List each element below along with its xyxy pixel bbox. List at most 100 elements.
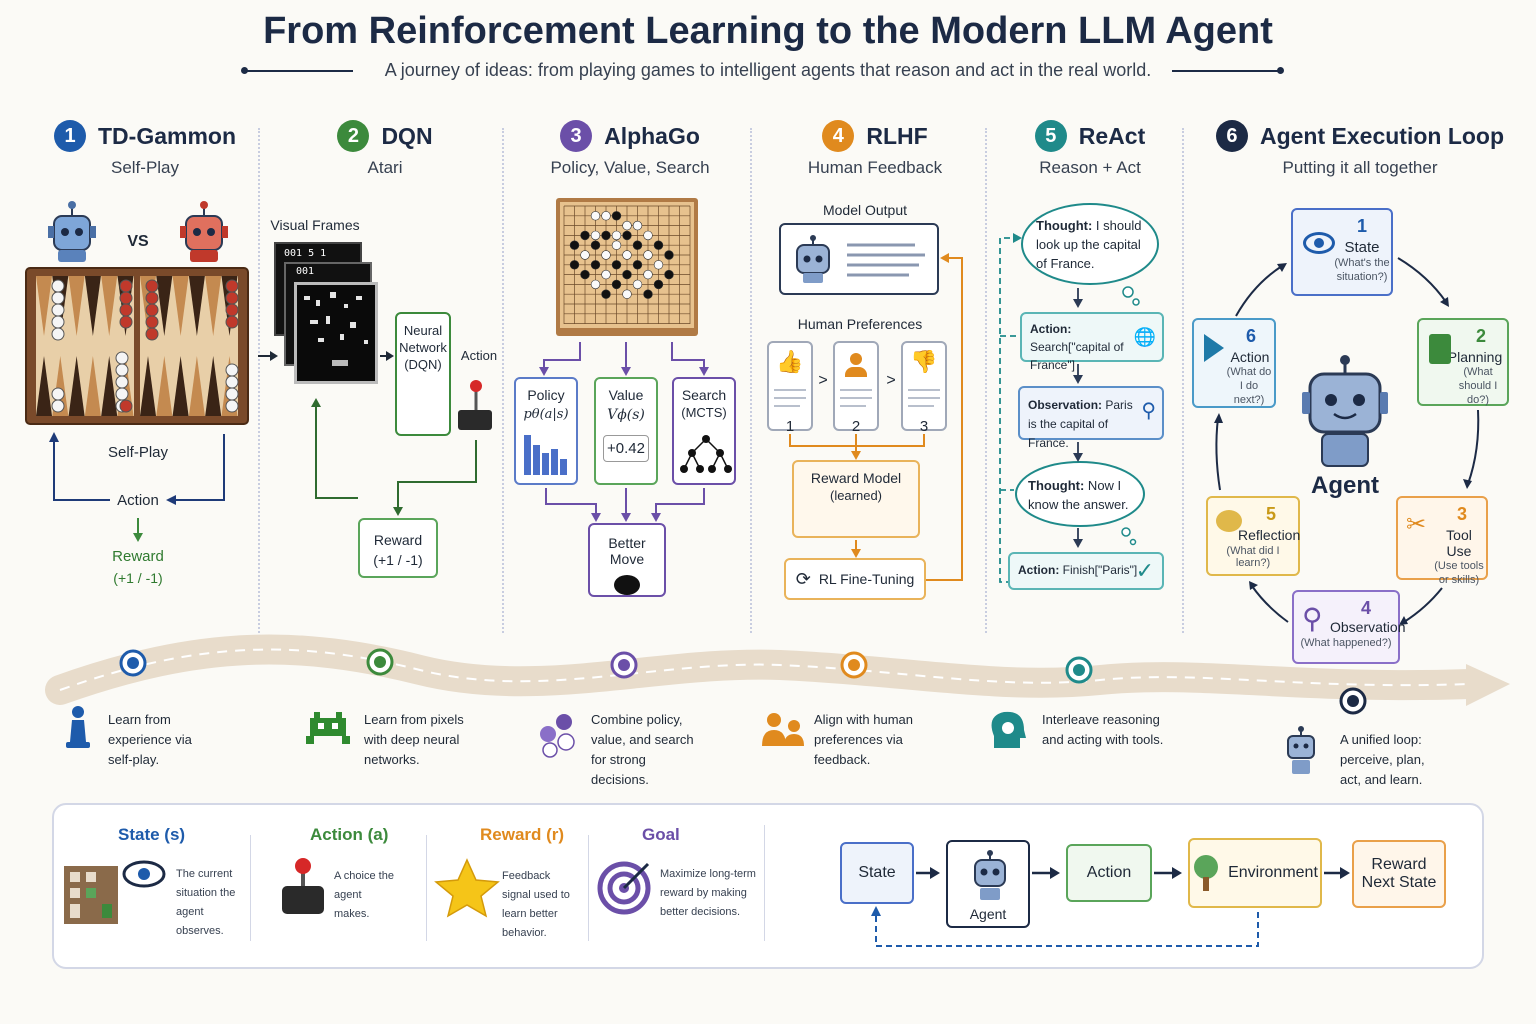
flow-next-state-label: Next State	[1361, 874, 1437, 891]
action-content: Search["capital of France"]	[1030, 340, 1124, 372]
preference-card-2	[833, 341, 879, 431]
nn-label: Network	[399, 340, 447, 355]
timeline-marker	[1339, 687, 1367, 715]
thought-content: I should look up the capital of France.	[1036, 218, 1142, 271]
step-name: Action	[1230, 349, 1270, 365]
step-number: 1	[1356, 216, 1367, 236]
rl-fine-tuning-box: ⟳RL Fine-Tuning	[784, 558, 926, 600]
search-sublabel: (MCTS)	[681, 405, 727, 420]
timeline-marker	[840, 651, 868, 679]
column-title: ReAct	[1078, 122, 1146, 149]
dqn-reward-box: Reward (+1 / -1)	[358, 518, 438, 578]
timeline-marker	[1065, 656, 1093, 684]
legend-divider	[764, 825, 765, 941]
step-name: Planning	[1447, 349, 1503, 365]
step-question: (What's the situation?)	[1334, 257, 1390, 283]
tree-icon	[680, 435, 732, 473]
nn-label: (DQN)	[404, 357, 442, 372]
thought-label: Thought:	[1028, 478, 1085, 493]
person-icon	[850, 353, 862, 365]
flow-agent-label: Agent	[969, 906, 1007, 922]
subtitle-dot-left	[241, 67, 248, 74]
nn-label: Neural	[403, 323, 443, 338]
joystick-icon	[282, 858, 324, 914]
value-formula: Vϕ(s)	[607, 407, 645, 423]
step-name: Tool Use	[1446, 527, 1472, 559]
legend-divider	[250, 835, 251, 941]
greater-than: >	[886, 372, 896, 389]
value-number: +0.42	[603, 435, 649, 462]
step-question: (What do I do next?)	[1226, 366, 1272, 406]
policy-formula: pθ(a|s)	[523, 407, 569, 422]
thought-content: Now I know the answer.	[1028, 478, 1129, 512]
star-icon	[434, 858, 500, 918]
flow-reward-label: Reward	[1371, 856, 1427, 873]
column-title: RLHF	[866, 122, 928, 149]
thought-bubble-2	[1015, 461, 1145, 546]
checkmark-icon: ✓	[1135, 558, 1154, 583]
greater-than: >	[818, 372, 828, 389]
search-box: Search (MCTS)	[672, 377, 736, 485]
globe-icon: 🌐	[1133, 327, 1156, 347]
action-label: Action:	[1030, 322, 1072, 336]
loop-step-observation: 4 ⚲ Observation (What happened?)	[1292, 590, 1405, 664]
reward-label: Reward	[112, 548, 164, 565]
column-title: DQN	[381, 122, 433, 149]
step-question: (What happened?)	[1300, 637, 1392, 649]
step-number: 2	[1475, 326, 1486, 346]
action-box-finish: Action: Finish["Paris"] ✓	[1008, 552, 1164, 590]
refresh-icon: ⟳	[795, 568, 811, 589]
loop-step-planning: 2 Planning (What should I do?)	[1417, 318, 1509, 406]
timeline-caption-6: A unified loop: perceive, plan, act, and…	[1340, 732, 1425, 787]
legend-reward-title: Reward (r)	[480, 825, 565, 844]
column-divider	[502, 128, 504, 633]
timeline-caption-5: Interleave reasoning and acting with too…	[1042, 712, 1164, 747]
play-icon	[1204, 334, 1224, 362]
page-subtitle: A journey of ideas: from playing games t…	[384, 60, 1152, 80]
thought-text-2: Thought: Now I know the answer.	[1028, 476, 1132, 514]
flow-state: State	[840, 842, 914, 904]
action-label: Action:	[1018, 563, 1060, 577]
step-number-badge: 6	[1215, 120, 1248, 152]
visual-frames-label: Visual Frames	[270, 217, 360, 233]
policy-box: Policy pθ(a|s)	[514, 377, 578, 485]
step-name: State	[1344, 239, 1380, 256]
subtitle-rule-right	[1172, 70, 1280, 72]
page-title: From Reinforcement Learning to the Moder…	[263, 10, 1273, 52]
step-number-badge: 5	[1034, 120, 1067, 152]
flow-state-label: State	[858, 864, 896, 881]
timeline-caption-1: Learn from experience via self-play.	[108, 712, 192, 767]
tools-icon: ✂	[1406, 511, 1427, 538]
step-number: 6	[1245, 326, 1256, 346]
column-title: AlphaGo	[604, 122, 700, 149]
backgammon-board	[25, 267, 249, 425]
rank-1: 1	[785, 418, 795, 435]
observation-box: Observation: Paris is the capital of Fra…	[1018, 386, 1164, 450]
person-body	[845, 367, 867, 377]
chess-pawn-icon	[66, 706, 90, 748]
preference-card-1: 👍	[767, 341, 813, 431]
column-subtitle: Reason + Act	[1039, 158, 1141, 177]
rank-3: 3	[919, 418, 929, 435]
policy-label: Policy	[527, 387, 565, 403]
go-board	[556, 198, 698, 336]
loop-step-action: 6 Action (What do I do next?)	[1192, 318, 1276, 408]
column-subtitle: Self-Play	[110, 158, 180, 177]
dqn-action-label: Action	[460, 348, 498, 363]
flow-reward-next-state: Reward Next State	[1352, 840, 1446, 908]
brain-icon	[1216, 510, 1242, 532]
reward-model-sublabel: (learned)	[829, 488, 883, 503]
preference-card-3: 👎	[901, 341, 947, 431]
flow-action-label: Action	[1086, 864, 1132, 881]
timeline-caption-3: Combine policy, value, and search for st…	[591, 712, 694, 787]
column-subtitle: Atari	[367, 158, 403, 177]
grid-map-icon	[64, 866, 118, 924]
timeline-marker	[610, 651, 638, 679]
column-divider	[985, 128, 987, 633]
action-box-search: Action: Search["capital of France"] 🌐	[1020, 312, 1164, 372]
robot-icon-red	[180, 201, 228, 262]
